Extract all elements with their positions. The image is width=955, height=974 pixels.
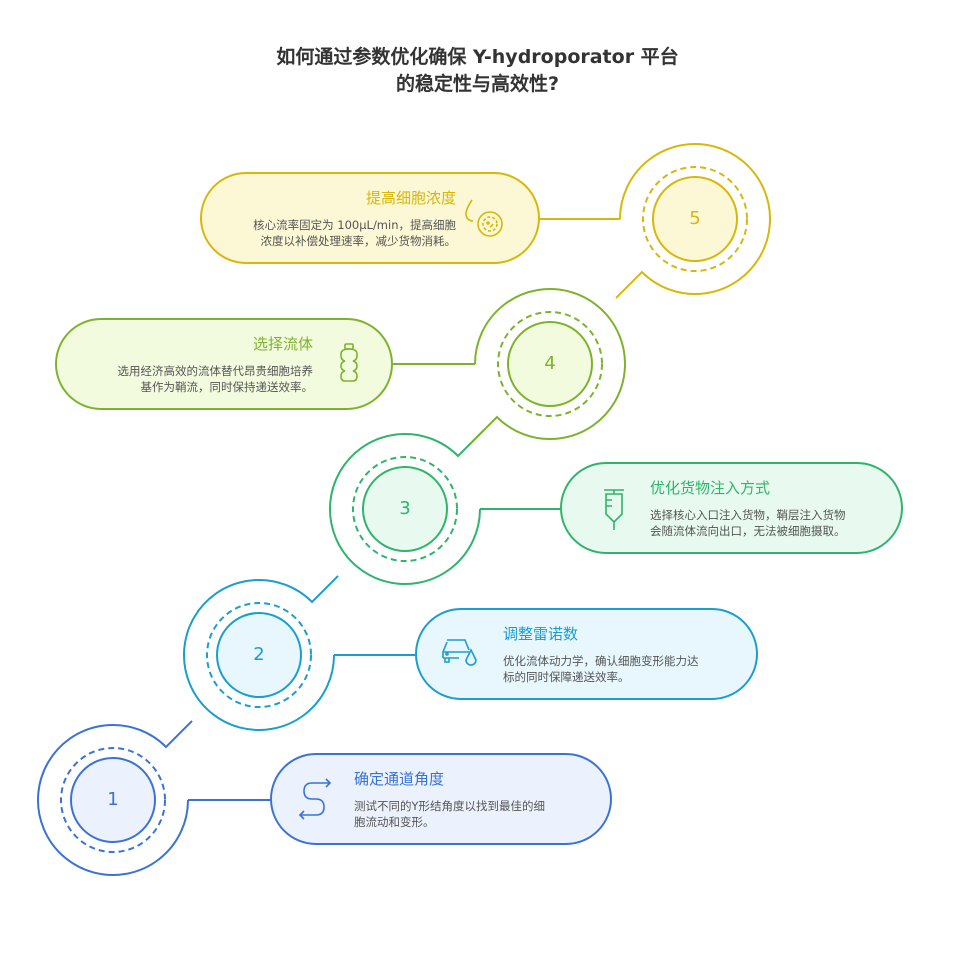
step-5-inner-circle bbox=[652, 176, 738, 262]
step-4-inner-circle bbox=[507, 321, 593, 407]
step-2-outer-ring bbox=[183, 575, 339, 731]
step-4-outer-ring bbox=[470, 288, 626, 444]
step-4-card: 选择流体 选用经济高效的流体替代昂贵细胞培养 基作为鞘流，同时保持递送效率。 bbox=[55, 318, 393, 410]
step-5-dashed-ring bbox=[642, 166, 748, 272]
step-3-title: 优化货物注入方式 bbox=[650, 479, 771, 497]
step-1-dashed-ring bbox=[60, 747, 166, 853]
step-4-desc-1: 选用经济高效的流体替代昂贵细胞培养 bbox=[117, 364, 314, 378]
step-4-number: 4 bbox=[544, 353, 556, 374]
droplet-cell-icon bbox=[465, 199, 503, 237]
step-2-number: 2 bbox=[253, 644, 265, 665]
step-1-card: 确定通道角度 测试不同的Y形结角度以找到最佳的细 胞流动和变形。 bbox=[270, 753, 612, 845]
step-5-desc-1: 核心流率固定为 100μL/min，提高细胞 bbox=[253, 218, 456, 232]
step-2-desc-1: 优化流体动力学，确认细胞变形能力达 bbox=[503, 654, 699, 668]
step-5-card: 提高细胞浓度 核心流率固定为 100μL/min，提高细胞 浓度以补偿处理速率，… bbox=[200, 172, 540, 264]
syringe-icon bbox=[604, 489, 624, 530]
step-5-number: 5 bbox=[689, 208, 701, 229]
step-4-dashed-ring bbox=[497, 311, 603, 417]
bottle-icon bbox=[340, 343, 358, 382]
diagram-title: 如何通过参数优化确保 Y-hydroporator 平台 的稳定性与高效性? bbox=[0, 44, 955, 98]
step-3-desc-1: 选择核心入口注入货物，鞘层注入货物 bbox=[650, 508, 846, 522]
step-1-desc-1: 测试不同的Y形结角度以找到最佳的细 bbox=[354, 799, 546, 813]
step-1-desc-2: 胞流动和变形。 bbox=[354, 815, 435, 829]
step-2-dashed-ring bbox=[206, 602, 312, 708]
step-2-desc-2: 标的同时保障递送效率。 bbox=[503, 670, 630, 684]
step-5-title: 提高细胞浓度 bbox=[365, 189, 456, 207]
step-1-inner-circle bbox=[70, 757, 156, 843]
step-3-inner-circle bbox=[362, 466, 448, 552]
step-5-desc-2: 浓度以补偿处理速率，减少货物消耗。 bbox=[260, 234, 457, 248]
step-3-card: 优化货物注入方式 选择核心入口注入货物，鞘层注入货物 会随流体流向出口，无法被细… bbox=[560, 462, 903, 554]
step-2-card: 调整雷诺数 优化流体动力学，确认细胞变形能力达 标的同时保障递送效率。 bbox=[415, 608, 758, 700]
title-line-2: 的稳定性与高效性? bbox=[395, 73, 560, 95]
step-3-desc-2: 会随流体流向出口，无法被细胞摄取。 bbox=[650, 524, 846, 538]
step-1-outer-ring bbox=[37, 720, 193, 876]
title-line-1: 如何通过参数优化确保 Y-hydroporator 平台 bbox=[276, 46, 679, 68]
step-3-number: 3 bbox=[399, 498, 411, 519]
car-droplet-icon bbox=[442, 639, 477, 666]
step-2-title: 调整雷诺数 bbox=[503, 625, 579, 643]
step-3-outer-ring bbox=[329, 429, 485, 585]
step-4-title: 选择流体 bbox=[252, 335, 313, 353]
step-3-dashed-ring bbox=[352, 456, 458, 562]
s-curve-arrows-icon bbox=[298, 778, 332, 820]
step-1-title: 确定通道角度 bbox=[354, 770, 445, 788]
step-4-desc-2: 基作为鞘流，同时保持递送效率。 bbox=[140, 380, 314, 394]
step-5-outer-ring bbox=[615, 143, 771, 299]
step-2-inner-circle bbox=[216, 612, 302, 698]
step-1-number: 1 bbox=[107, 789, 119, 810]
